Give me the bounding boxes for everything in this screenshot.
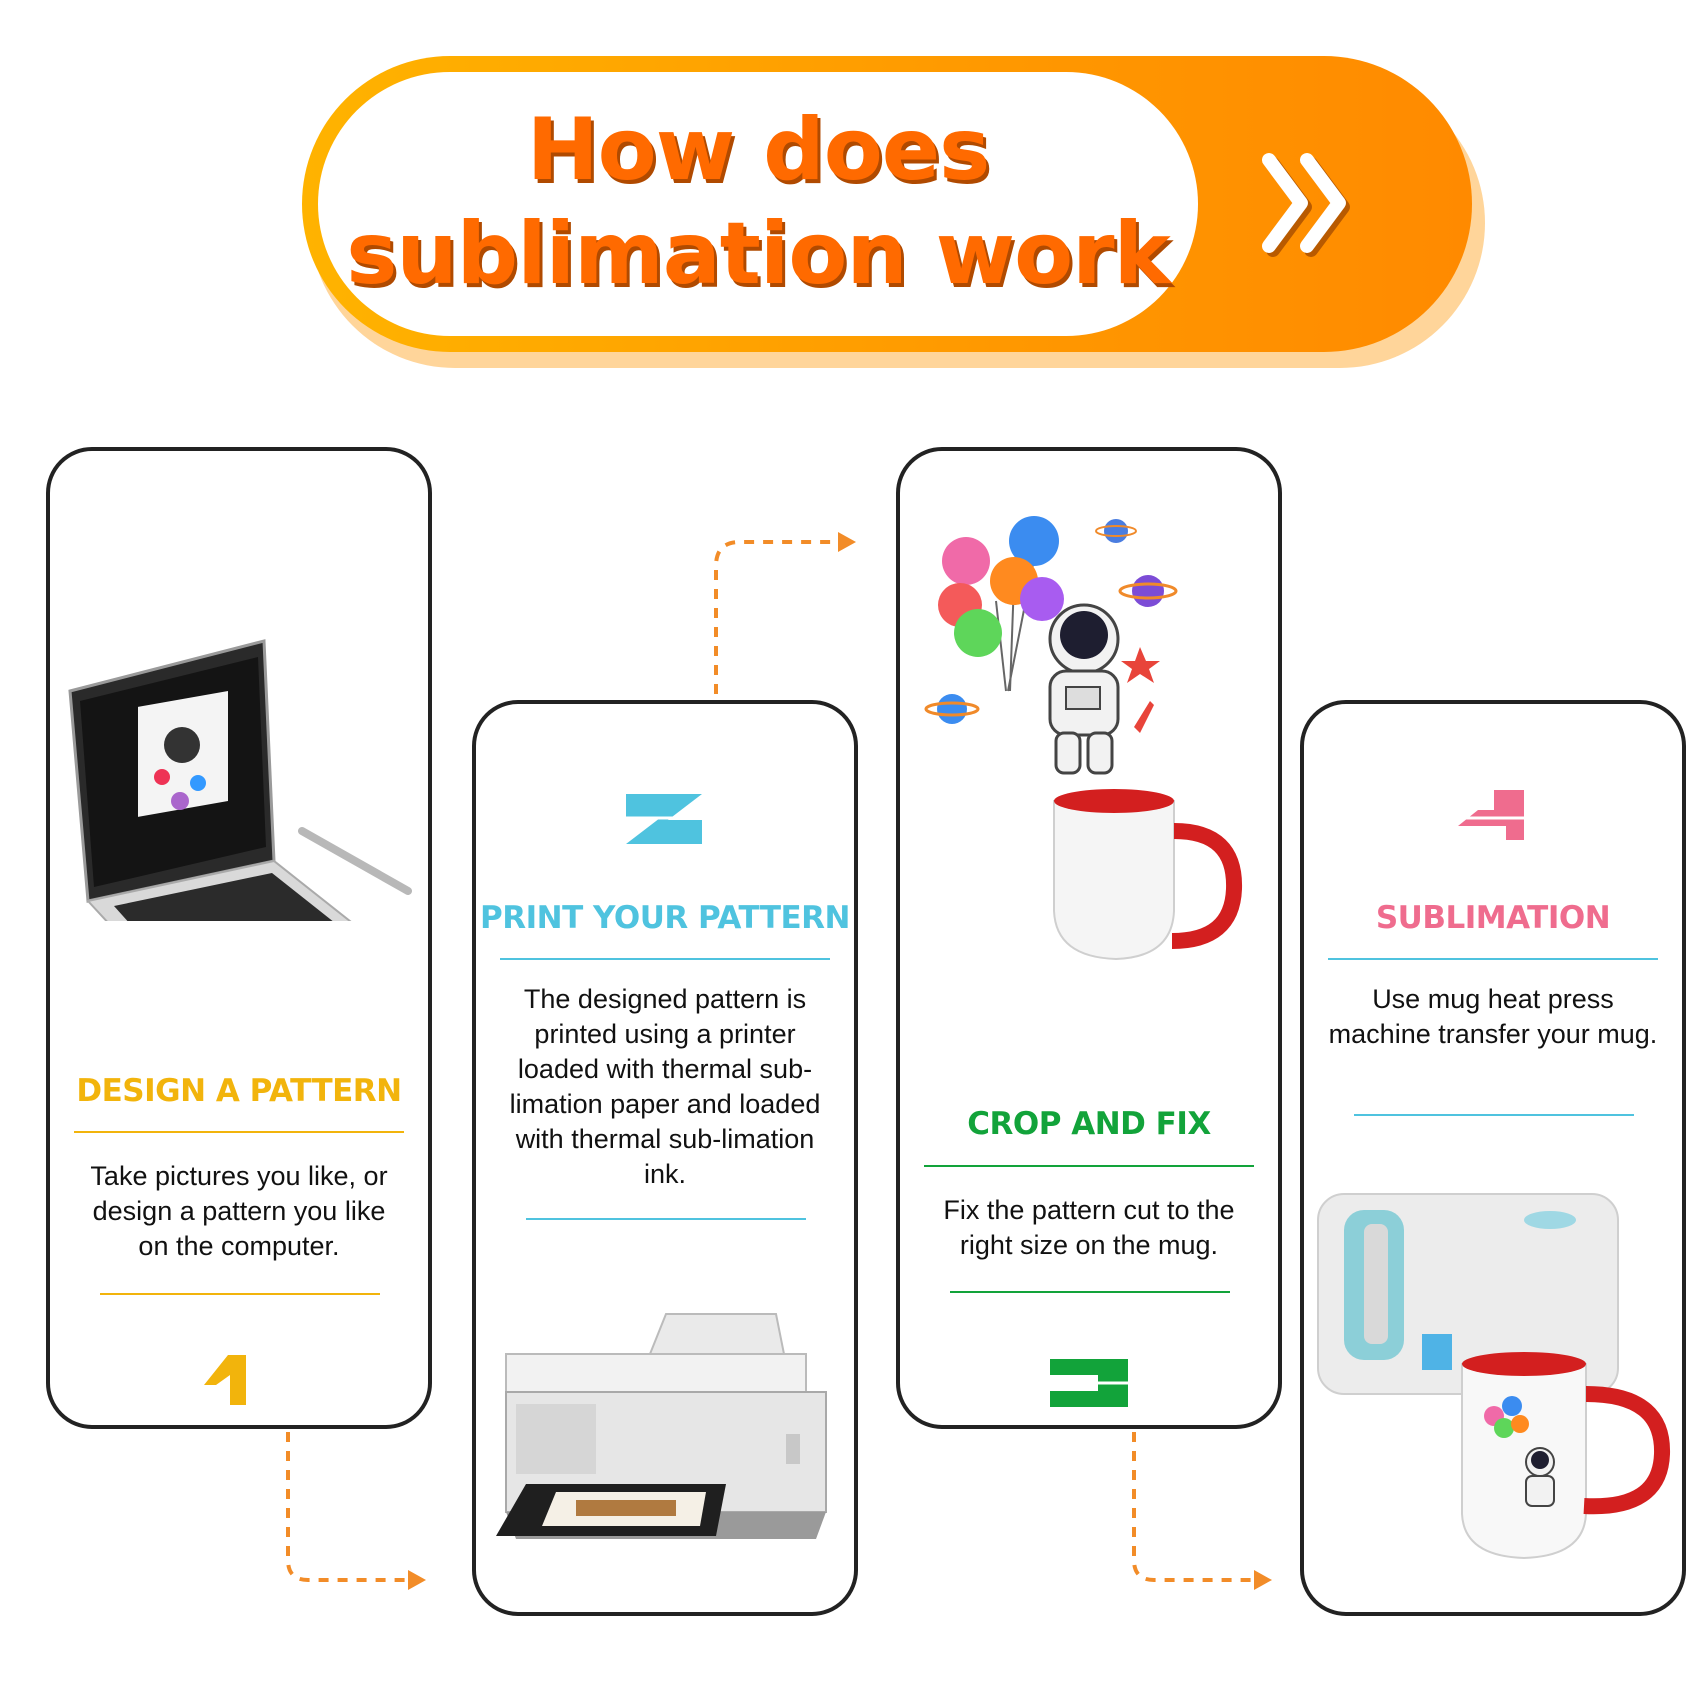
number-1-icon [204,1355,246,1405]
step-1-title-divider [74,1131,404,1133]
step-1-bottom-divider [100,1293,380,1295]
number-3-icon [1050,1359,1128,1407]
step-3-title: CROP AND FIX [967,1106,1211,1142]
connector-arrow-3-to-4 [1132,1432,1272,1590]
connector-arrow-2-to-3 [714,532,856,694]
printer-image [496,1313,827,1539]
step-4-title-divider [1328,958,1658,960]
step-4-bottom-divider [1354,1114,1634,1116]
step-1-title: DESIGN A PATTERN [76,1073,402,1109]
step-card-4: SUBLIMATION Use mug heat press machine t… [1300,700,1686,1616]
step-3-description: Fix the pattern cut to the right size on… [943,1195,1235,1260]
step-card-1: DESIGN A PATTERN Take pictures you like,… [46,447,432,1429]
step-3-bottom-divider [950,1291,1230,1293]
title-line-1: How does [526,100,991,200]
title-banner-inner [318,72,1198,336]
laptop-image [68,639,412,921]
page-title: How does sublimation work [318,98,1198,306]
step-card-2: PRINT YOUR PATTERN The designed pattern … [472,700,858,1616]
step-3-title-divider [924,1165,1254,1167]
step-2-description: The designed pattern is printed using a … [509,984,821,1189]
step-2-bottom-divider [526,1218,806,1220]
step-4-description: Use mug heat press machine transfer your… [1328,984,1658,1049]
step-2-title-divider [500,958,830,960]
astronaut-and-mug-image [924,516,1243,961]
heat-press-machine-image [1317,1193,1671,1560]
number-4-icon [1458,790,1528,840]
connector-arrow-1-to-2 [286,1432,426,1590]
number-2-icon [626,794,702,844]
title-line-2: sublimation work [346,204,1171,304]
double-chevron-right-icon [1262,153,1350,257]
step-4-title: SUBLIMATION [1375,900,1611,936]
step-2-title: PRINT YOUR PATTERN [480,900,851,936]
step-card-3: CROP AND FIX Fix the pattern cut to the … [896,447,1282,1429]
step-1-description: Take pictures you like, or design a patt… [90,1161,388,1261]
